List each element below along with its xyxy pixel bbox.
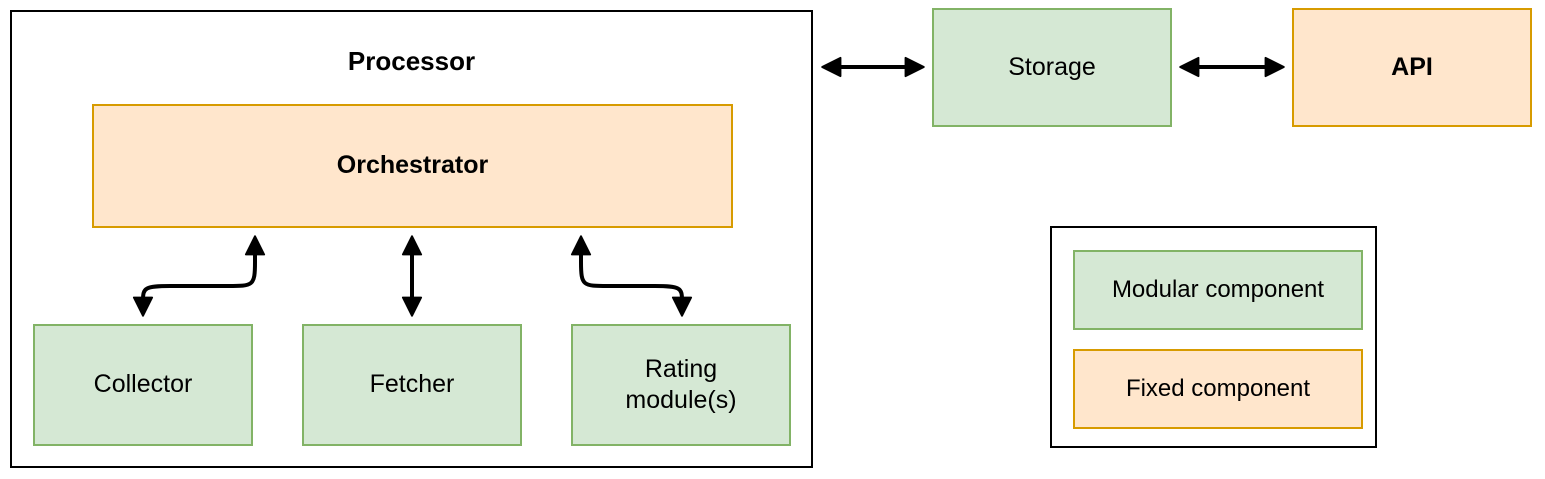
- legend-fixed-component: Fixed component: [1073, 349, 1363, 429]
- storage-node: Storage: [932, 8, 1172, 127]
- rating-modules-node: Rating module(s): [571, 324, 791, 446]
- collector-label: Collector: [93, 370, 193, 399]
- api-label: API: [1391, 52, 1433, 81]
- orchestrator-label: Orchestrator: [336, 151, 489, 180]
- orchestrator-node: Orchestrator: [92, 104, 733, 228]
- storage-label: Storage: [1008, 52, 1096, 81]
- legend-modular-label: Modular component: [1111, 276, 1325, 303]
- api-node: API: [1292, 8, 1532, 127]
- legend-modular-component: Modular component: [1073, 250, 1363, 330]
- rating-modules-label: Rating module(s): [625, 354, 737, 414]
- legend-fixed-label: Fixed component: [1125, 375, 1311, 402]
- processor-group-frame: [10, 10, 813, 468]
- fetcher-node: Fetcher: [302, 324, 522, 446]
- legend: Modular component Fixed component: [1050, 226, 1377, 448]
- collector-node: Collector: [33, 324, 253, 446]
- processor-group-title: Processor: [347, 46, 476, 76]
- fetcher-label: Fetcher: [369, 370, 455, 399]
